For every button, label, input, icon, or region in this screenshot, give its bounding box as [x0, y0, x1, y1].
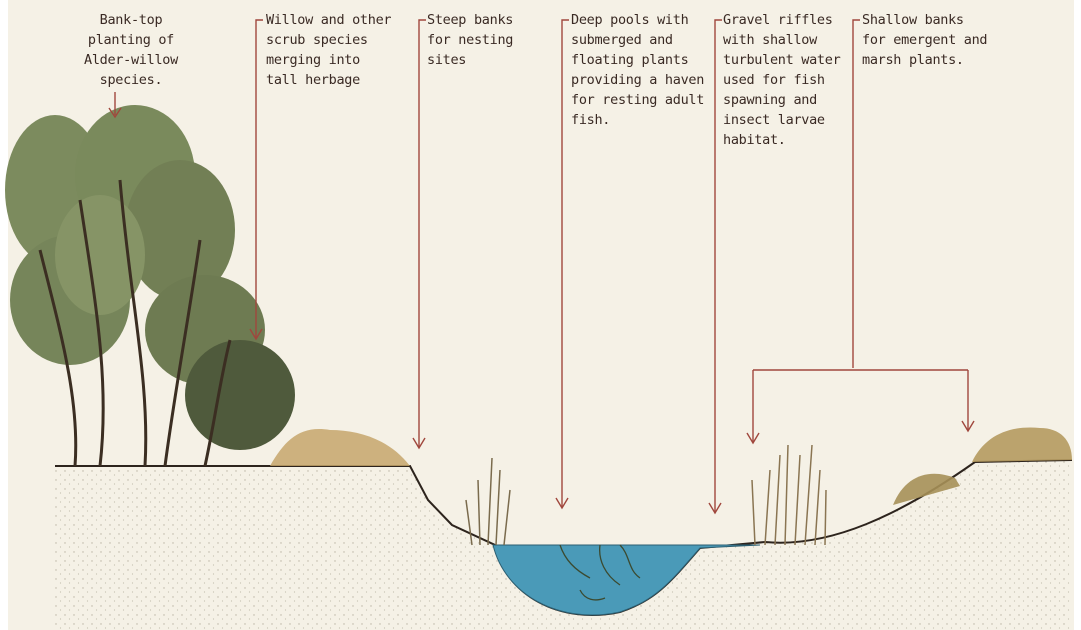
label-deep-pools: Deep pools with submerged and floating p…: [571, 10, 704, 130]
label-shallow-banks: Shallow banks for emergent and marsh pla…: [862, 10, 987, 70]
label-steep-banks: Steep banks for nesting sites: [427, 10, 513, 70]
label-willow-scrub: Willow and other scrub species merging i…: [266, 10, 391, 90]
label-bank-top-planting: Bank-top planting of Alder-willow specie…: [84, 10, 178, 90]
label-gravel-riffles: Gravel riffles with shallow turbulent wa…: [723, 10, 840, 150]
